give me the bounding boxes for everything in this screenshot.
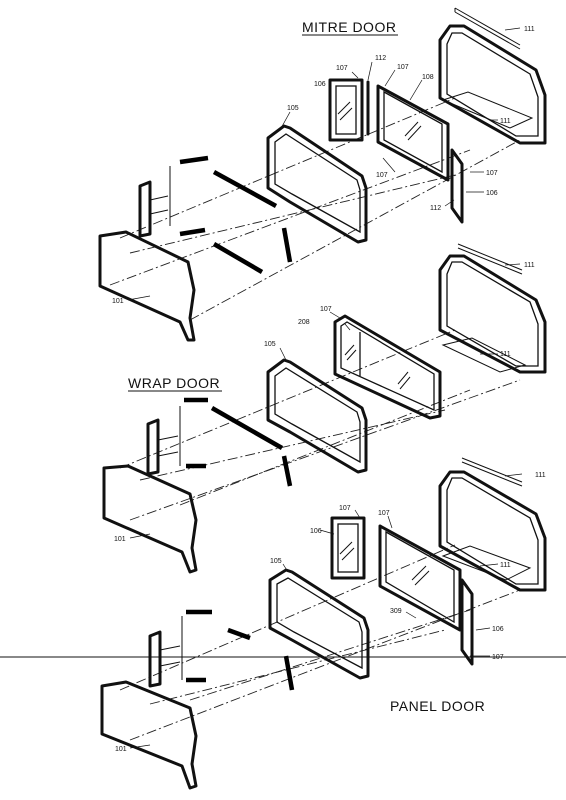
panel-glass-107	[378, 524, 462, 632]
part-label: 105	[287, 105, 299, 112]
wrap-glass-208	[333, 314, 442, 420]
part-label: 112	[430, 205, 441, 212]
mitre-base-101	[98, 230, 196, 342]
part-label: 107	[486, 170, 498, 177]
wrap-base-101	[102, 464, 198, 574]
part-label: 108	[422, 74, 434, 81]
mitre-frame-105	[266, 124, 368, 244]
part-label: 105	[264, 341, 276, 348]
leader-lines	[127, 27, 523, 749]
part-label: 111	[500, 562, 511, 569]
part-label: 107	[339, 505, 351, 512]
panel-heavy-segments	[186, 609, 295, 691]
mitre-heavy-segments	[179, 155, 293, 274]
part-label: 111	[524, 262, 535, 269]
part-label: 107	[378, 510, 390, 517]
mitre-door-title: MITRE DOOR	[302, 19, 396, 35]
part-label: 309	[390, 608, 402, 615]
part-label: 107	[397, 64, 409, 71]
part-label: 107	[492, 654, 504, 661]
panel-hinge-plate	[148, 616, 183, 688]
panel-frame-111	[438, 457, 547, 592]
part-label: 106	[492, 626, 504, 633]
wrap-door-group	[102, 243, 547, 574]
panel-door-group	[100, 457, 547, 790]
panel-alignment-lines	[119, 544, 521, 741]
wrap-heavy-segments	[184, 397, 293, 487]
part-label: 107	[320, 306, 332, 313]
mitre-frame-111	[438, 7, 547, 145]
part-label: 111	[524, 26, 535, 33]
panel-side-strip	[460, 578, 474, 666]
part-label: 106	[310, 528, 322, 535]
mitre-glass-108	[376, 84, 450, 182]
panel-frame-105	[268, 568, 370, 680]
part-label: 101	[114, 536, 126, 543]
part-label: 106	[486, 190, 498, 197]
wrap-frame-105	[266, 358, 368, 474]
part-label: 208	[298, 319, 310, 326]
part-label: 111	[500, 351, 511, 358]
part-label: 111	[500, 118, 511, 125]
part-label: 107	[336, 65, 348, 72]
wrap-hinge-plate	[146, 406, 181, 476]
part-label: 101	[115, 746, 127, 753]
panel-base-101	[100, 680, 198, 790]
panel-door-title: PANEL DOOR	[390, 698, 485, 714]
wrap-frame-111	[438, 243, 547, 374]
mitre-hinge-plate	[138, 166, 171, 238]
part-label: 112	[375, 55, 386, 62]
part-label: 105	[270, 558, 282, 565]
wrap-door-title: WRAP DOOR	[128, 375, 220, 391]
part-label: 101	[112, 298, 124, 305]
mitre-door-group	[98, 7, 547, 342]
mitre-side-strip	[450, 148, 464, 224]
part-label: 106	[314, 81, 326, 88]
mitre-glass-106	[328, 78, 364, 142]
mitre-alignment-lines	[109, 97, 521, 321]
panel-glass-106	[330, 516, 366, 580]
part-label: 107	[376, 172, 388, 179]
part-label: 111	[535, 472, 546, 479]
